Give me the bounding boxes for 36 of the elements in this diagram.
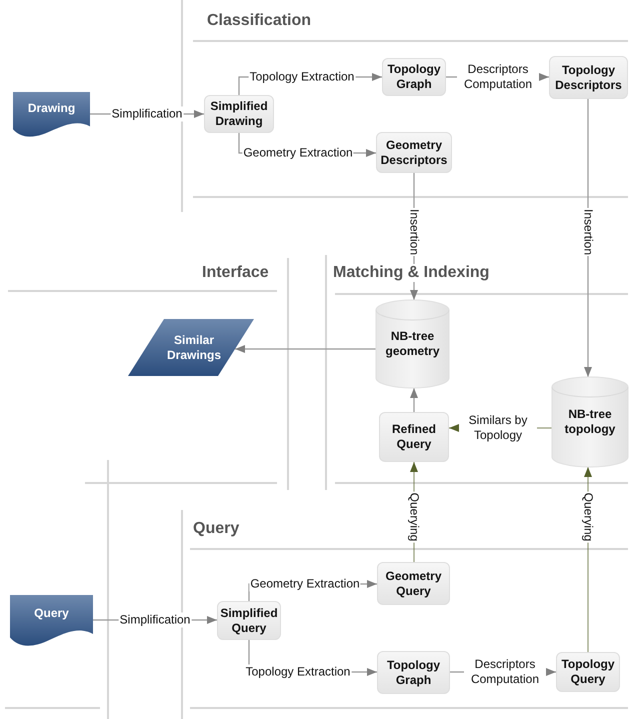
edge-label: Geometry Extraction <box>242 146 354 160</box>
process-box <box>377 562 450 605</box>
node-label: Topology Graph <box>386 658 442 688</box>
process-box <box>549 56 628 99</box>
lane-heading: Matching & Indexing <box>333 264 490 282</box>
node-label: Geometry Descriptors <box>380 138 448 168</box>
process-box <box>376 132 452 173</box>
edge-label: Descriptors Computation <box>464 657 546 687</box>
node-label: Geometry Query <box>384 568 443 598</box>
node-label: Simplified Query <box>219 606 279 636</box>
process-box <box>377 651 450 694</box>
edge-label: Simplification <box>110 106 184 122</box>
node-label: Topology Query <box>560 657 616 687</box>
node-label: Similar Drawings <box>166 332 222 362</box>
process-box <box>204 95 274 133</box>
node-label: Refined Query <box>390 422 437 452</box>
process-box <box>379 412 449 462</box>
edge-label: Topology Extraction <box>244 664 352 680</box>
edge-label: Geometry Extraction <box>249 576 361 592</box>
lane-heading: Query <box>193 520 240 538</box>
edge-label: Simplification <box>118 612 192 628</box>
arrow <box>235 345 376 353</box>
node-label: NB-tree geometry <box>384 329 441 359</box>
edge-label: Descriptors Computation <box>457 62 539 92</box>
node-label: Topology Graph <box>386 62 442 92</box>
arrow <box>584 467 592 652</box>
edge-label: Similars by Topology <box>459 413 537 443</box>
node-label: NB-tree topology <box>564 407 616 437</box>
edge-label: Topology Extraction <box>248 70 356 84</box>
node-label: Simplified Drawing <box>209 99 269 129</box>
node-label: Topology Descriptors <box>554 62 623 92</box>
node-label: Drawing <box>26 101 76 116</box>
node-label: Query <box>33 606 70 622</box>
edge-label: Querying <box>406 492 422 542</box>
arrow <box>410 388 418 412</box>
edge-label: Querying <box>580 492 596 542</box>
